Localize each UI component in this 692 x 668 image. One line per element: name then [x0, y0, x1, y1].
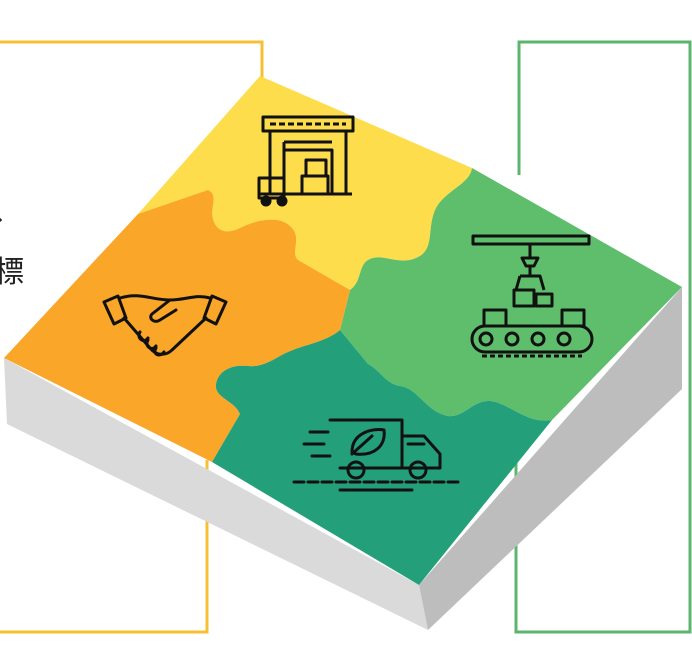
- eco-delivery-truck-icon: [292, 418, 462, 492]
- puzzle-piece-warehouse: [138, 76, 472, 290]
- warehouse-forklift-icon: [257, 115, 355, 207]
- side-text-biao: 標: [0, 255, 24, 290]
- side-text-comma: 、: [0, 196, 22, 226]
- base-left-face: [4, 358, 428, 630]
- puzzle-piece-manufacturing: [340, 168, 682, 421]
- robotic-arm-conveyor-icon: [470, 234, 594, 358]
- right-frame: [514, 40, 692, 634]
- base-right-face: [419, 287, 682, 630]
- puzzle-piece-partnership: [4, 190, 350, 462]
- handshake-icon: [102, 294, 228, 357]
- puzzle-piece-green-logistics: [212, 330, 552, 585]
